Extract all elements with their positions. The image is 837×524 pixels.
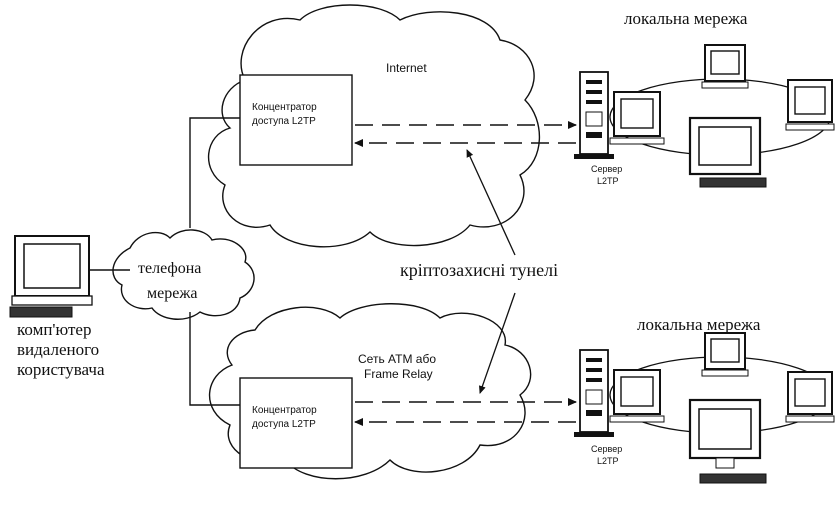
server-bottom-label-2: L2TP [597,456,619,466]
connection-lines [88,117,240,406]
remote-user-computer-icon [9,235,93,318]
phone-network-cloud-icon [112,229,255,320]
internet-label: Internet [386,61,427,75]
lan-bottom-monitor-4 [688,398,767,484]
tunnel-top [354,121,577,147]
tunnels-label: кріптозахисні тунелі [400,260,558,280]
internet-cloud-icon [208,4,541,248]
remote-pc-label-1: комп'ютер [17,320,91,339]
concentrator-top-box [239,74,353,166]
server-bottom-icon [574,349,614,437]
atm-label-1: Сеть ATM або [358,352,436,366]
lan-top-monitor-2 [701,44,749,89]
lan-bottom-monitor-2 [701,332,749,377]
lan-bottom-monitor-1 [609,369,665,423]
concentrator-bottom-label-2: доступа L2TP [252,419,316,430]
concentrator-bottom-box [239,377,353,469]
concentrator-top-label-2: доступа L2TP [252,116,316,127]
tunnel-pointer-arrows [466,149,516,394]
server-bottom-label-1: Сервер [591,444,622,454]
server-top-icon [574,71,614,159]
lan-top-monitor-1 [609,91,665,145]
concentrator-top-label-1: Концентратор [252,102,317,113]
remote-pc-label-2: видаленого [17,340,99,359]
atm-label-2: Frame Relay [364,367,433,381]
atm-frame-relay-cloud-icon [208,303,532,480]
lan-bottom-monitor-3 [785,371,835,423]
remote-pc-label-3: користувача [17,360,105,379]
phone-network-label-1: телефона [138,260,201,277]
server-top-label-1: Сервер [591,164,622,174]
tunnel-bottom [354,398,577,426]
lan-top-monitor-3 [785,79,835,131]
lan-bottom-label: локальна мережа [637,315,761,334]
phone-network-label-2: мережа [147,285,197,302]
server-top-label-2: L2TP [597,176,619,186]
lan-top-monitor-4 [688,116,767,188]
concentrator-bottom-label-1: Концентратор [252,405,317,416]
lan-top-label: локальна мережа [624,9,748,28]
